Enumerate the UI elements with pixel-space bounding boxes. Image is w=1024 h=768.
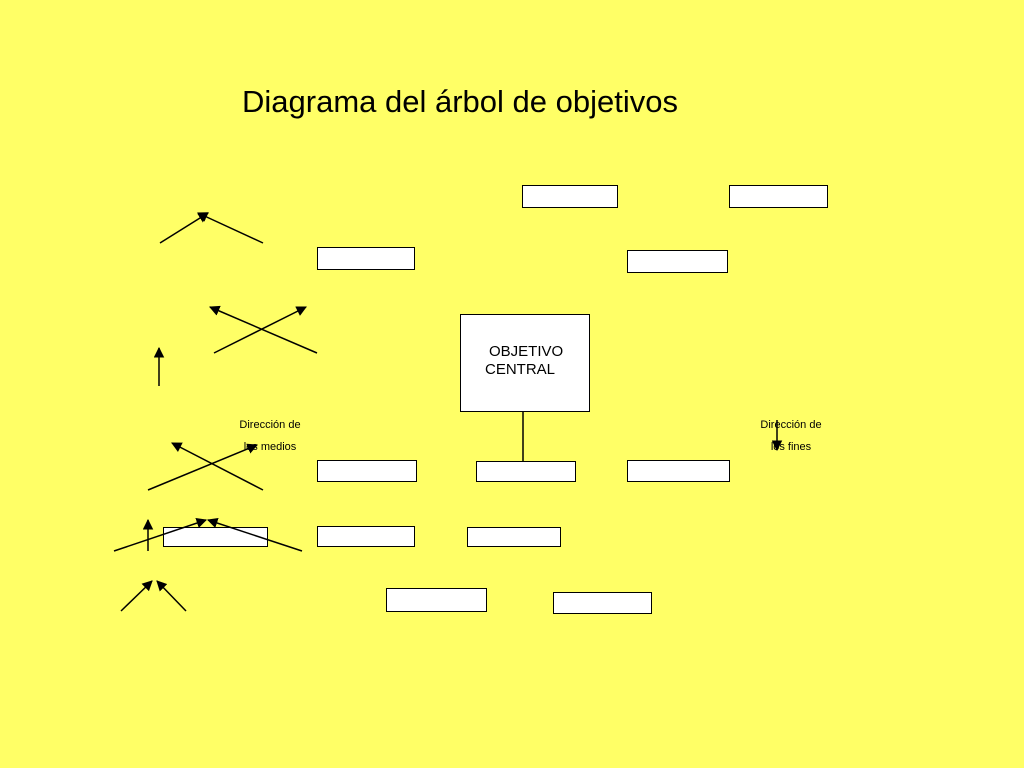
central-objective-box: OBJETIVO CENTRAL [460,314,590,412]
end-box [627,250,728,273]
means-box [317,526,415,547]
means-box [553,592,652,614]
arrow-line [120,580,153,612]
means-box [317,460,417,482]
arrow-line [156,580,187,612]
arrow-line [213,306,307,354]
arrow-line [147,443,258,491]
arrow-line [113,518,207,552]
end-box [729,185,828,208]
arrow-line [207,517,303,552]
means-box [627,460,730,482]
arrow-line [209,305,318,354]
arrow-line [159,212,209,244]
diagram-title: Diagrama del árbol de objetivos [242,84,678,119]
central-objective-line2: CENTRAL [485,361,556,378]
means-box [386,588,487,612]
means-box [476,461,576,482]
central-objective-line1: OBJETIVO [489,343,564,360]
means-box [467,527,561,547]
fines-label-line1: Dirección de [760,419,822,431]
medios-label-line1: Dirección de [239,419,301,431]
end-box [522,185,618,208]
arrow-line [171,442,264,491]
end-box [317,247,415,270]
arrow-line [197,212,264,244]
